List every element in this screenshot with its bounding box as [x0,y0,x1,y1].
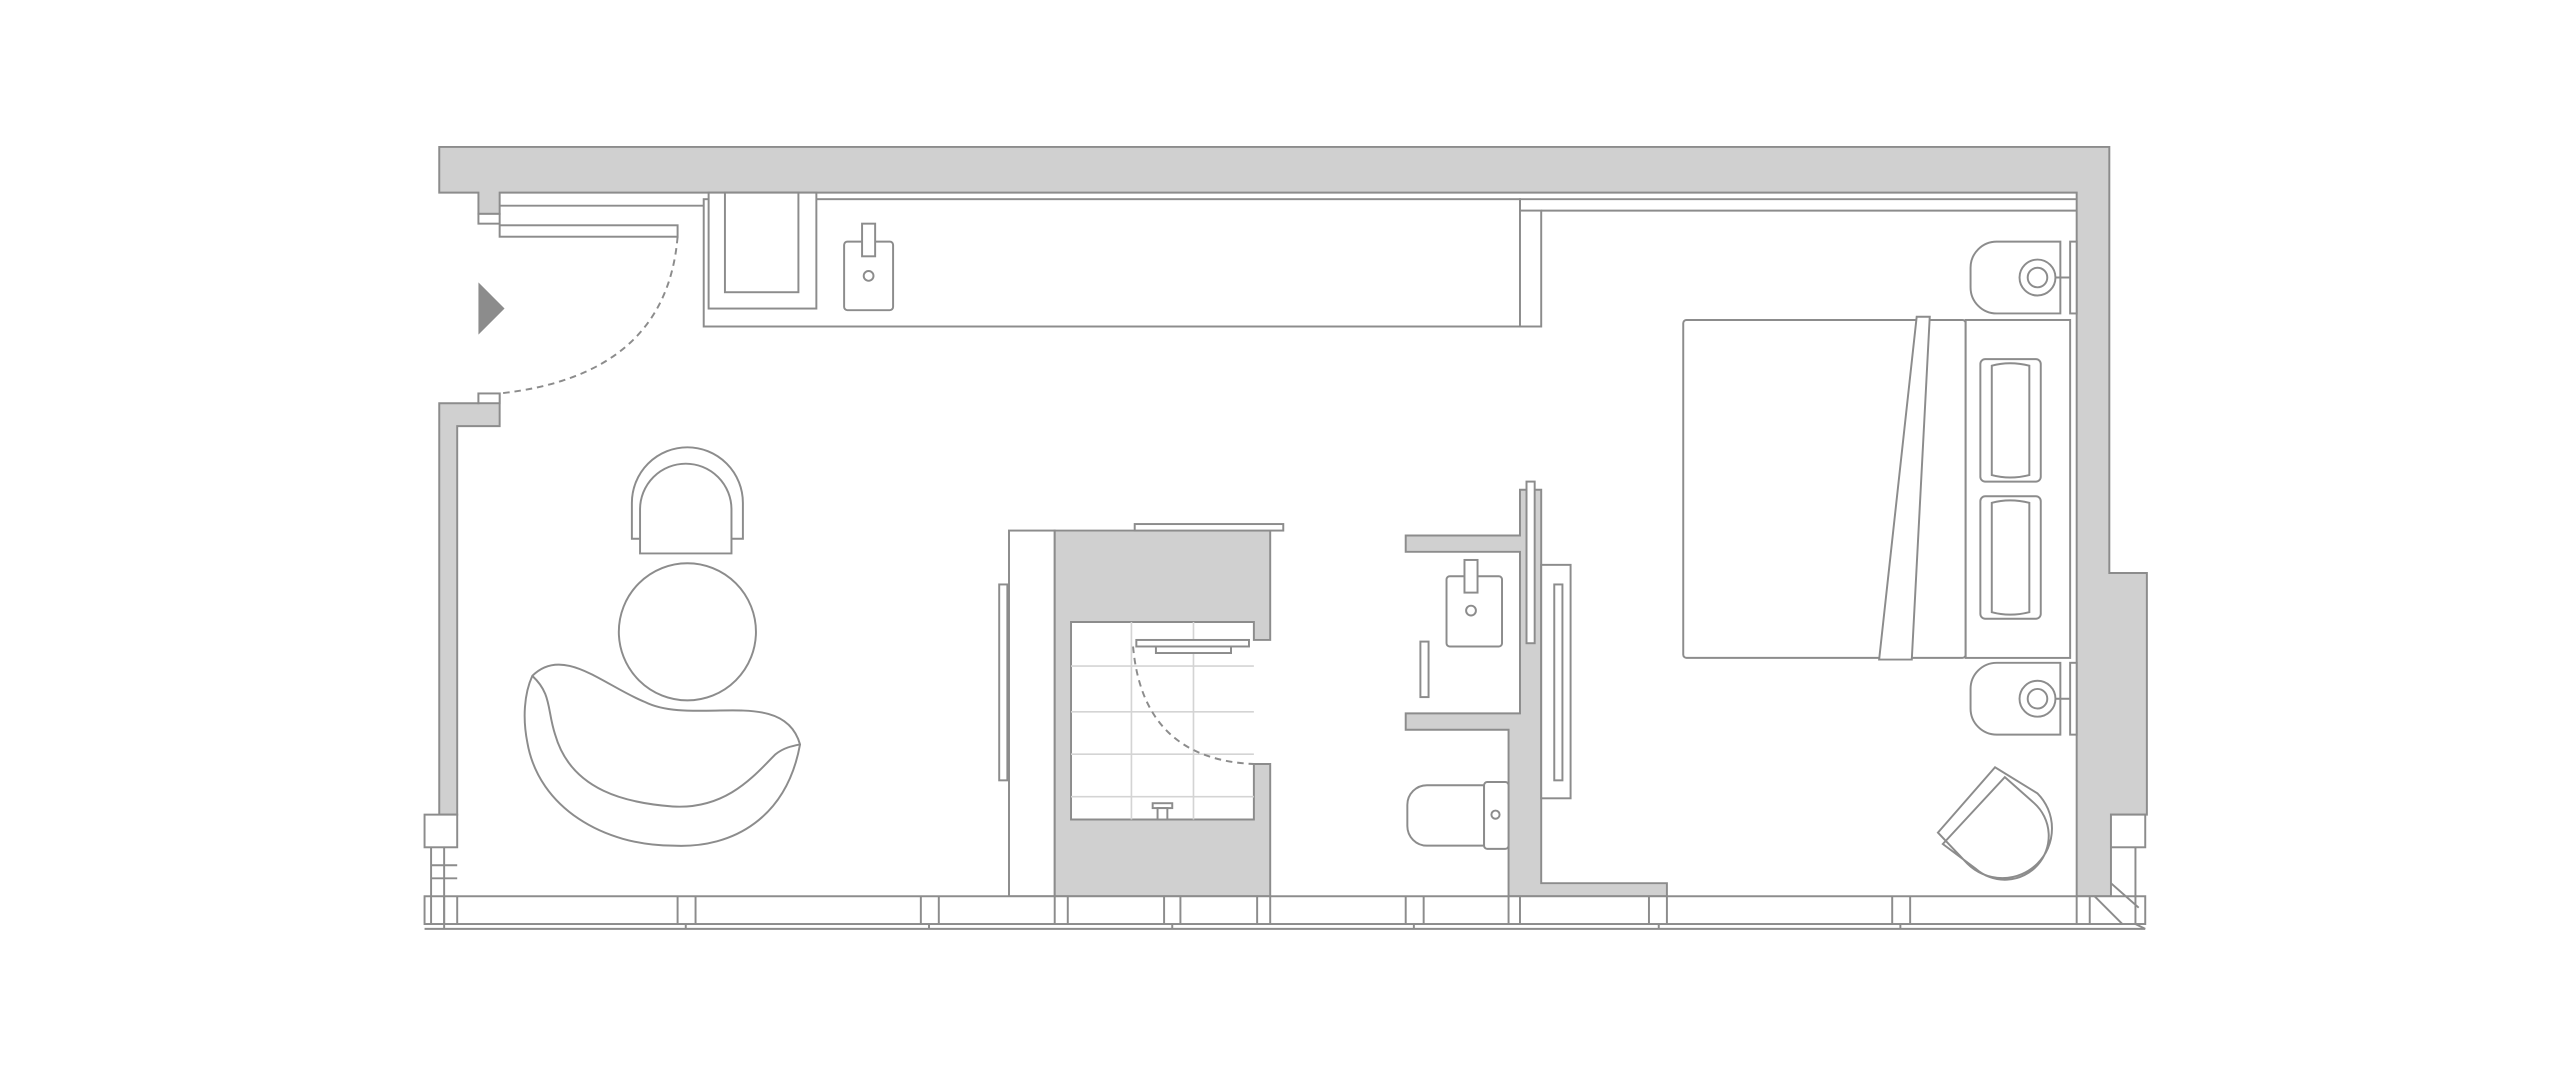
sofa [523,663,802,847]
bed [1682,315,2072,661]
entry-arrow-icon [478,282,505,335]
bathroom [1404,480,1668,898]
round-table [617,562,757,702]
nightstand-lamps [1969,240,2078,736]
wardrobe-counter [499,191,2077,328]
shower-block [998,523,1285,898]
door-swing-icon [499,236,679,395]
armchair [1936,766,2053,881]
lounge-chair [630,446,744,555]
window-band [423,813,2147,930]
